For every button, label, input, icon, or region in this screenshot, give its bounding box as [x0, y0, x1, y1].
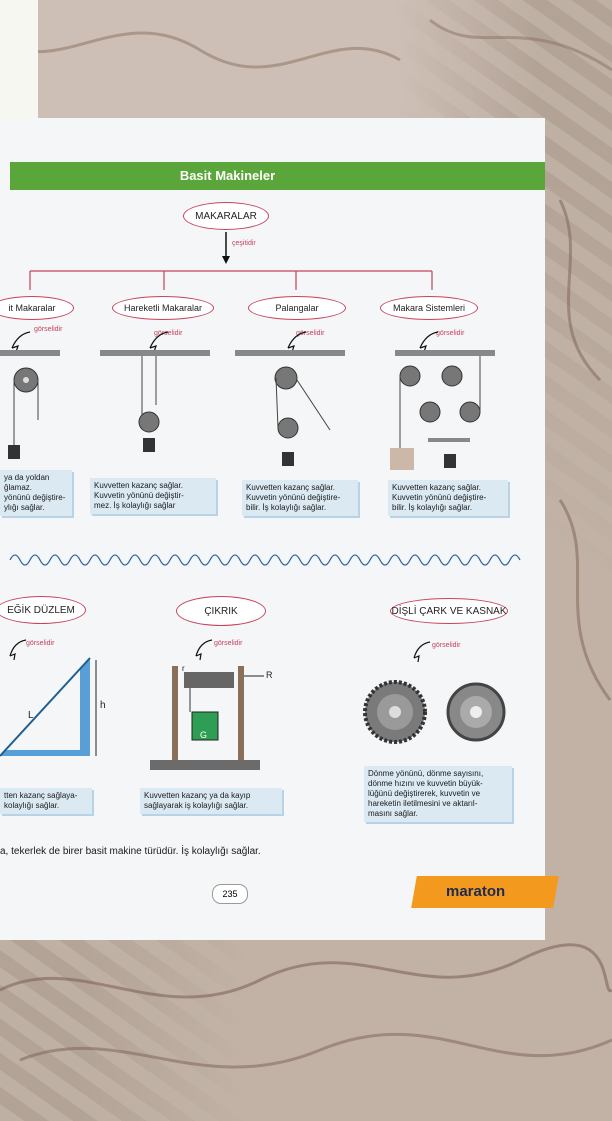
info-gears-line3: lüğünü değiştirerek, kuvvetin ve	[368, 789, 481, 798]
root-label: MAKARALAR	[195, 210, 257, 222]
tag-movable: görselidir	[154, 330, 183, 337]
winch-R: R	[266, 670, 273, 680]
oval-incline: EĞİK DÜZLEM	[0, 596, 86, 624]
info-tackle: Kuvvetten kazanç sağlar. Kuvvetin yönünü…	[242, 480, 358, 516]
footer-text: a, tekerlek de birer basit makine türüdü…	[0, 846, 261, 857]
info-movable-line1: Kuvvetten kazanç sağlar.	[94, 481, 183, 490]
info-gears-line4: hareketin iletilmesini ve aktarıl-	[368, 799, 478, 808]
pulley-illustrations	[0, 331, 495, 470]
row2-illustrations	[0, 639, 506, 770]
info-movable-line3: mez. İş kolaylığı sağlar	[94, 501, 176, 510]
info-movable-line2: Kuvvetin yönünü değiştir-	[94, 491, 184, 500]
info-gears-line2: dönme hızını ve kuvvetin büyük-	[368, 779, 483, 788]
info-incline-line1: tten kazanç sağlaya-	[4, 791, 78, 800]
page-number: 235	[212, 884, 248, 904]
info-fixed-line1: ya da yoldan	[4, 473, 50, 482]
tag-incline: görselidir	[26, 640, 55, 647]
tag-winch: görselidir	[214, 640, 243, 647]
tag-gears: görselidir	[432, 642, 461, 649]
info-winch-line1: Kuvvetten kazanç ya da kayıp	[144, 791, 251, 800]
winch-label: ÇIKRIK	[204, 605, 238, 617]
info-systems-line2: Kuvvetin yönünü değiştire-	[392, 493, 487, 502]
info-systems-line1: Kuvvetten kazanç sağlar.	[392, 483, 481, 492]
header-bar	[10, 162, 545, 190]
info-fixed: ya da yoldan ğlamaz. yönünü değiştire- y…	[0, 470, 72, 516]
incline-L: L	[28, 710, 34, 721]
winch-r: r	[182, 664, 185, 673]
branch-tag: çeşitidir	[232, 240, 256, 247]
info-winch-line2: sağlayarak iş kolaylığı sağlar.	[144, 801, 249, 810]
tag-tackle: görselidir	[296, 330, 325, 337]
pulley-systems-label: Makara Sistemleri	[392, 303, 466, 313]
info-gears: Dönme yönünü, dönme sayısını, dönme hızı…	[364, 766, 512, 822]
info-winch: Kuvvetten kazanç ya da kayıp sağlayarak …	[140, 788, 282, 814]
oval-fixed-pulley: it Makaralar	[0, 296, 74, 320]
info-tackle-line3: bilir. İş kolaylığı sağlar.	[246, 503, 327, 512]
brand-logo-text: maraton	[446, 883, 506, 900]
info-tackle-line1: Kuvvetten kazanç sağlar.	[246, 483, 335, 492]
movable-pulley-label: Hareketli Makaralar	[123, 303, 203, 313]
tag-systems: görselidir	[436, 330, 465, 337]
info-incline: tten kazanç sağlaya- kolaylığı sağlar.	[0, 788, 92, 814]
info-systems: Kuvvetten kazanç sağlar. Kuvvetin yönünü…	[388, 480, 508, 516]
oval-winch: ÇIKRIK	[176, 596, 266, 626]
info-gears-line1: Dönme yönünü, dönme sayısını,	[368, 769, 484, 778]
root-oval: MAKARALAR	[183, 202, 269, 230]
oval-block-tackle: Palangalar	[248, 296, 346, 320]
info-gears-line5: masını sağlar.	[368, 809, 418, 818]
info-incline-line2: kolaylığı sağlar.	[4, 801, 60, 810]
incline-h: h	[100, 700, 106, 711]
fixed-pulley-label: it Makaralar	[8, 303, 56, 313]
winch-G: G	[200, 730, 208, 740]
info-fixed-line2: ğlamaz.	[4, 483, 33, 492]
tag-fixed: görselidir	[34, 326, 63, 333]
info-tackle-line2: Kuvvetin yönünü değiştire-	[246, 493, 341, 502]
info-fixed-line4: ylığı sağlar.	[4, 503, 45, 512]
oval-gears: DİŞLİ ÇARK VE KASNAK	[390, 598, 508, 624]
block-tackle-label: Palangalar	[275, 303, 319, 313]
info-systems-line3: bilir. İş kolaylığı sağlar.	[392, 503, 473, 512]
oval-pulley-systems: Makara Sistemleri	[380, 296, 478, 320]
oval-movable-pulley: Hareketli Makaralar	[112, 296, 214, 320]
info-movable: Kuvvetten kazanç sağlar. Kuvvetin yönünü…	[90, 478, 216, 514]
info-fixed-line3: yönünü değiştire-	[4, 493, 66, 502]
gears-label: DİŞLİ ÇARK VE KASNAK	[391, 605, 507, 617]
incline-label: EĞİK DÜZLEM	[7, 604, 75, 616]
page-title: Basit Makineler	[179, 168, 276, 183]
